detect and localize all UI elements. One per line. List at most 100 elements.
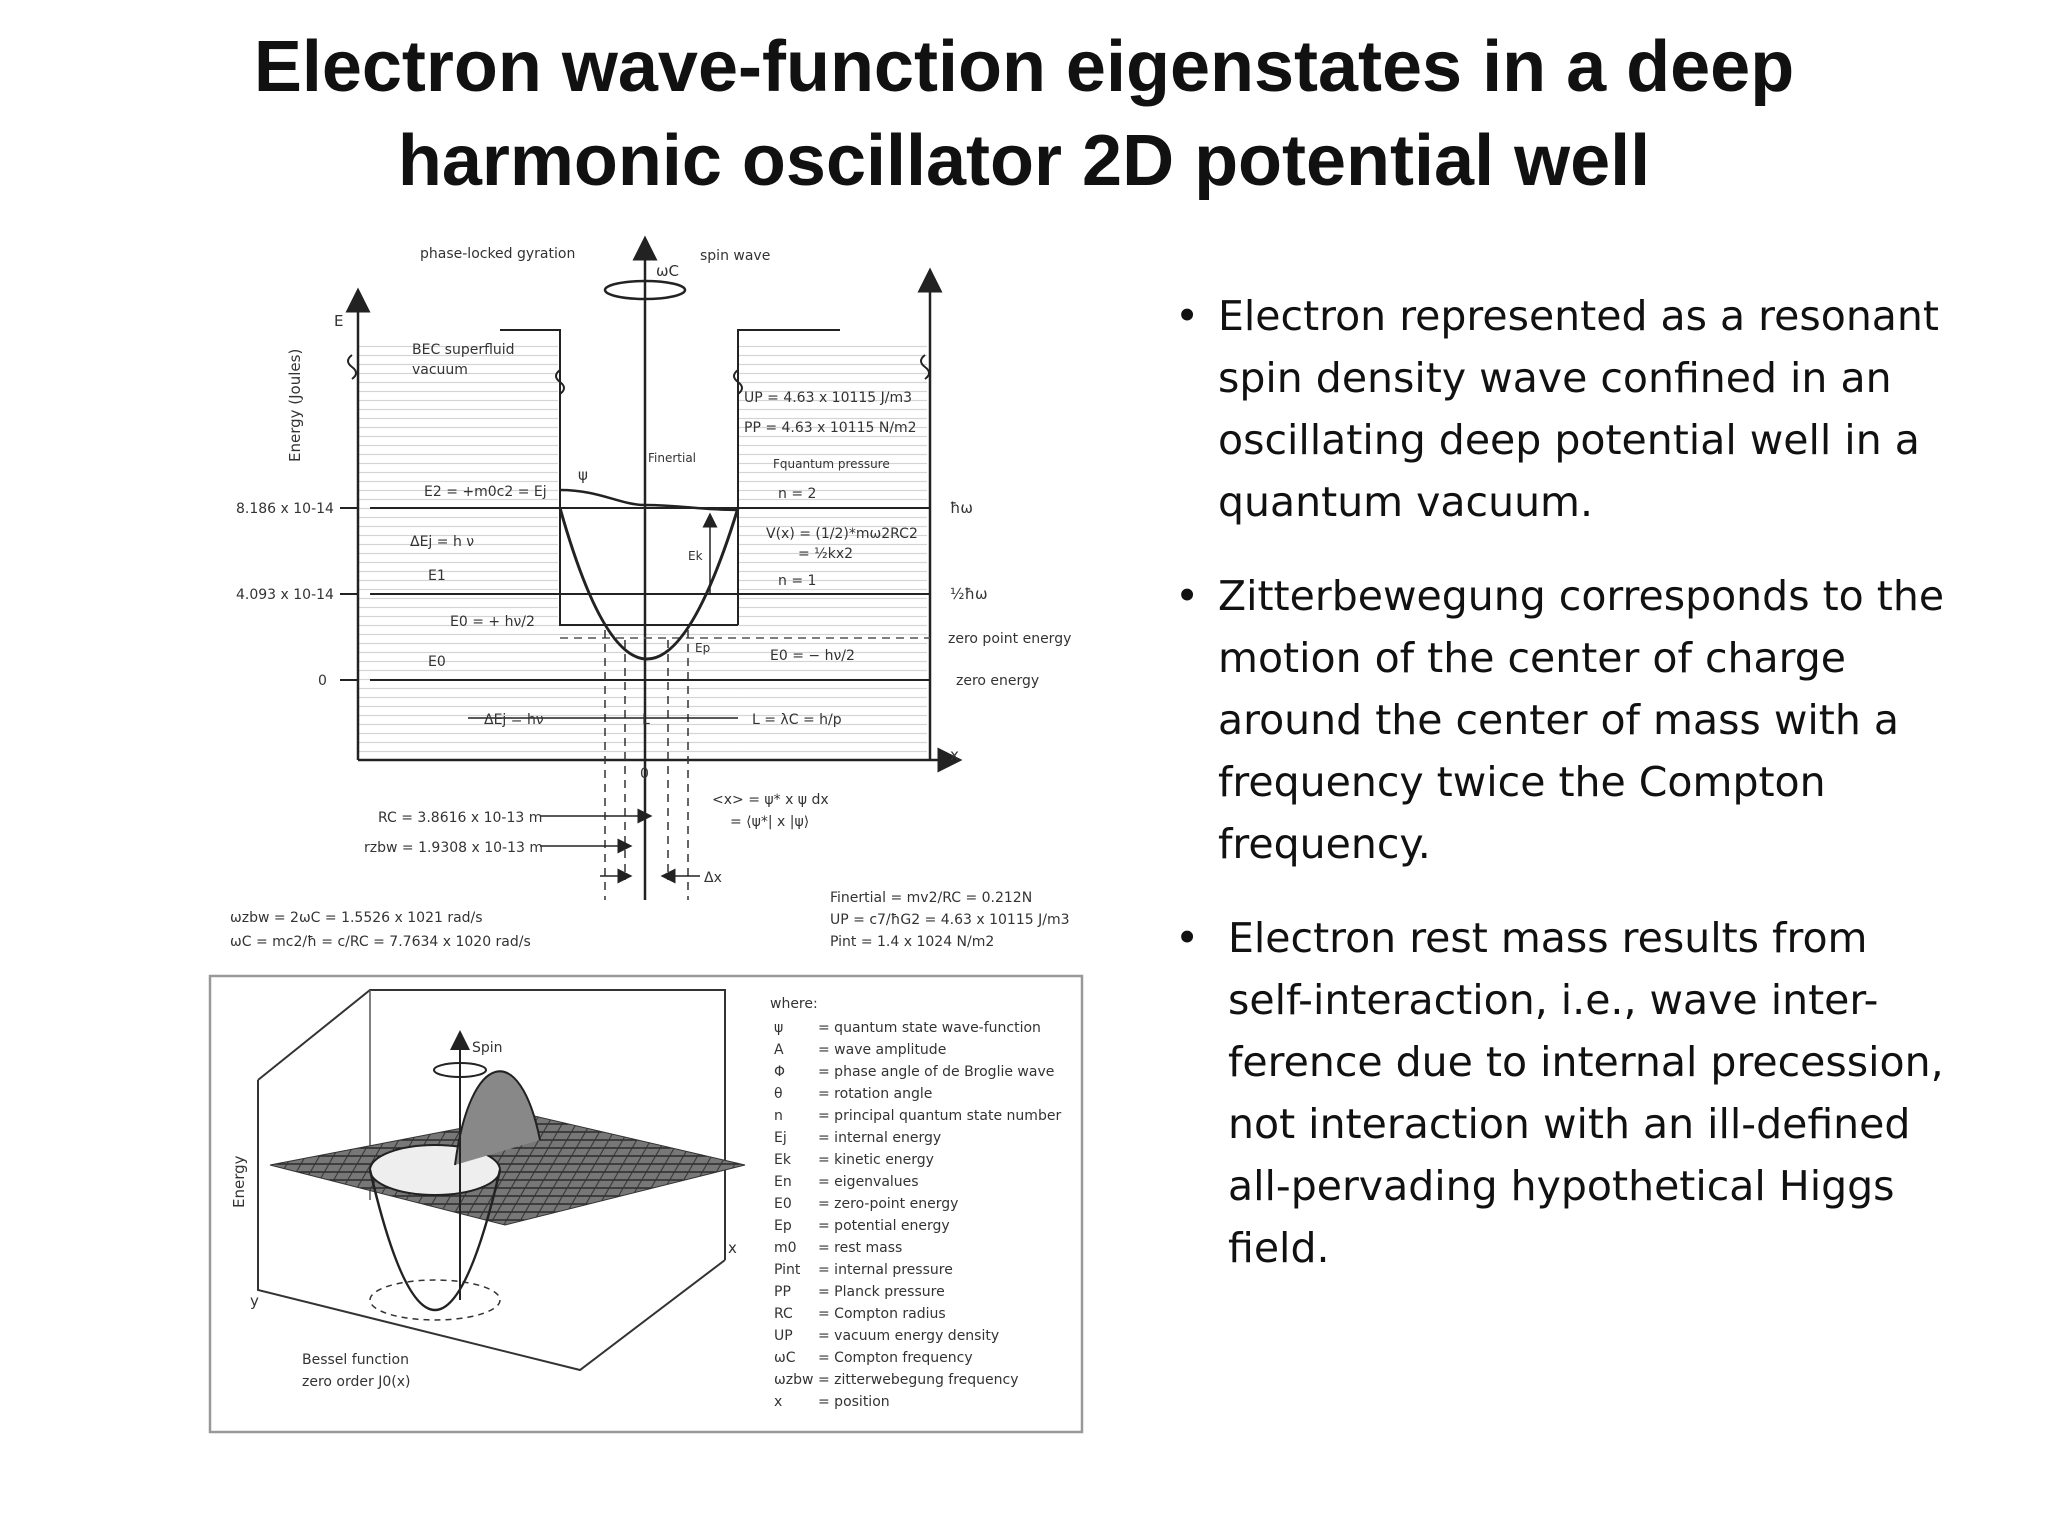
label-ep: Ep: [695, 641, 710, 655]
legend-description: = kinetic energy: [818, 1152, 934, 1168]
legend-symbol: ωzbw: [774, 1372, 813, 1388]
legend-symbol: n: [774, 1108, 783, 1124]
bullet-line: frequency twice the Compton: [1218, 758, 1826, 806]
legend-description: = potential energy: [818, 1218, 950, 1234]
label-vacuum: vacuum: [412, 362, 468, 378]
bullet-list: • Electron represented as a resonant spi…: [1170, 285, 2020, 1311]
label-wzbw: ωzbw = 2ωC = 1.5526 x 1021 rad/s: [230, 910, 483, 926]
label-e0plus: E0 = + hν/2: [450, 614, 535, 630]
surface-bessel-curve: [368, 1169, 502, 1311]
legend-description: = wave amplitude: [818, 1042, 946, 1058]
label-e0: E0: [428, 654, 446, 670]
legend-symbol: RC: [774, 1306, 793, 1322]
potential-parabola: [558, 507, 740, 661]
bullet-line: oscillating deep potential well in a: [1218, 416, 1920, 464]
label-psi: ψ: [578, 466, 588, 484]
bullet-line: field.: [1228, 1224, 1330, 1272]
legend-symbol: Ep: [774, 1218, 792, 1234]
legend-symbol: x: [774, 1394, 782, 1410]
label-E-axis: E: [334, 312, 343, 330]
legend-description: = Compton radius: [818, 1306, 946, 1322]
label-rzbw: rzbw = 1.9308 x 10-13 m: [364, 840, 543, 856]
legend-description: = Planck pressure: [818, 1284, 945, 1300]
label-fin: Finertial = mv2/RC = 0.212N: [830, 890, 1032, 906]
legend-symbol: ψ: [774, 1020, 783, 1036]
label-dx: Δx: [704, 870, 722, 886]
bullet-line: all-pervading hypothetical Higgs: [1228, 1162, 1895, 1210]
surface-back-walls: [257, 989, 726, 1260]
label-wc: ωC = mc2/ħ = c/RC = 7.7634 x 1020 rad/s: [230, 934, 531, 950]
surface-floor: [257, 1080, 726, 1372]
label-vx1: V(x) = (1/2)*mω2RC2: [766, 526, 918, 542]
label-L: L: [642, 712, 650, 728]
legend-symbol: Ej: [774, 1130, 787, 1146]
surface-panel: [208, 974, 1084, 1434]
label-e0neg: E0 = − hν/2: [770, 648, 855, 664]
label-y-axis: Energy (Joules): [286, 349, 304, 462]
label-n2: n = 2: [778, 486, 816, 502]
spin-arrow-icon: [603, 279, 687, 301]
bullet-dot-icon: •: [1175, 914, 1200, 962]
bullet-dot-icon: •: [1175, 572, 1200, 620]
tick-label-e1: 4.093 x 10-14: [236, 587, 334, 603]
surface-spin-icon: [433, 1062, 487, 1078]
well-right-wall: [737, 329, 840, 625]
well-left-wall: [500, 329, 738, 626]
legend-description: = vacuum energy density: [818, 1328, 999, 1344]
label-finertial: Finertial: [648, 451, 696, 465]
legend-description: = Compton frequency: [818, 1350, 973, 1366]
label-halfhw: ½ħω: [950, 585, 988, 603]
legend-symbol: θ: [774, 1086, 783, 1102]
legend-description: = quantum state wave-function: [818, 1020, 1041, 1036]
legend-description: = principal quantum state number: [818, 1108, 1061, 1124]
label-pp: PP = 4.63 x 10115 N/m2: [744, 420, 917, 436]
legend-description: = phase angle of de Broglie wave: [818, 1064, 1054, 1080]
legend-symbol: ωC: [774, 1350, 796, 1366]
label-e2eq: E2 = +m0c2 = Ej: [424, 484, 547, 500]
label-ek: Ek: [688, 549, 703, 563]
surface-label-bessel1: Bessel function: [302, 1352, 409, 1368]
bullet-line: self-interaction, i.e., wave inter-: [1228, 976, 1879, 1024]
bullet-line: ference due to internal precession,: [1228, 1038, 1944, 1086]
label-de: ΔEj = h ν: [410, 534, 474, 550]
bullet-dot-icon: •: [1175, 292, 1200, 340]
legend-symbol: Ek: [774, 1152, 792, 1168]
bullet-item: • Electron rest mass results from self-i…: [1170, 907, 2020, 1279]
label-omega-c: ωC: [656, 262, 679, 280]
break-left: [347, 354, 357, 380]
wavefunction-curve: [559, 488, 739, 512]
label-up2: UP = c7/ħG2 = 4.63 x 10115 J/m3: [830, 912, 1070, 928]
bullet-item: • Zitterbewegung corresponds to the moti…: [1170, 565, 2020, 875]
surface-label-x: x: [728, 1239, 737, 1257]
bullet-item: • Electron represented as a resonant spi…: [1170, 285, 2020, 533]
legend-symbol: UP: [774, 1328, 793, 1344]
label-rc: RC = 3.8616 x 10-13 m: [378, 810, 542, 826]
title-line-2: harmonic oscillator 2D potential well: [397, 121, 1651, 201]
legend-symbol: PP: [774, 1284, 791, 1300]
surface-base-ring: [369, 1279, 501, 1321]
legend-symbol: Pint: [774, 1262, 801, 1278]
vacuum-left-region: [358, 340, 558, 755]
surface-label-bessel2: zero order J0(x): [302, 1374, 410, 1390]
legend-symbol: En: [774, 1174, 792, 1190]
legend-description: = internal pressure: [818, 1262, 953, 1278]
label-bec: BEC superfluid: [412, 342, 515, 358]
legend-description: = zero-point energy: [818, 1196, 958, 1212]
vacuum-mid-region: [558, 620, 738, 755]
slide-title: Electron wave-function eigenstates in a …: [0, 20, 2048, 208]
bullet-line: Electron rest mass results from: [1228, 914, 1868, 962]
label-zero: 0: [640, 766, 649, 782]
label-spin-wave: spin wave: [700, 248, 770, 264]
label-e1: E1: [428, 568, 446, 584]
legend-description: = eigenvalues: [818, 1174, 919, 1190]
legend-symbol: A: [774, 1042, 784, 1058]
bullet-line: quantum vacuum.: [1218, 478, 1594, 526]
surface-wave-fin: [454, 1070, 541, 1166]
surface-label-y: y: [250, 1292, 259, 1310]
bullet-line: not interaction with an ill-defined: [1228, 1100, 1911, 1148]
label-x-axis: x: [950, 746, 959, 764]
legend-symbol: E0: [774, 1196, 792, 1212]
title-line-1: Electron wave-function eigenstates in a …: [253, 27, 1795, 107]
